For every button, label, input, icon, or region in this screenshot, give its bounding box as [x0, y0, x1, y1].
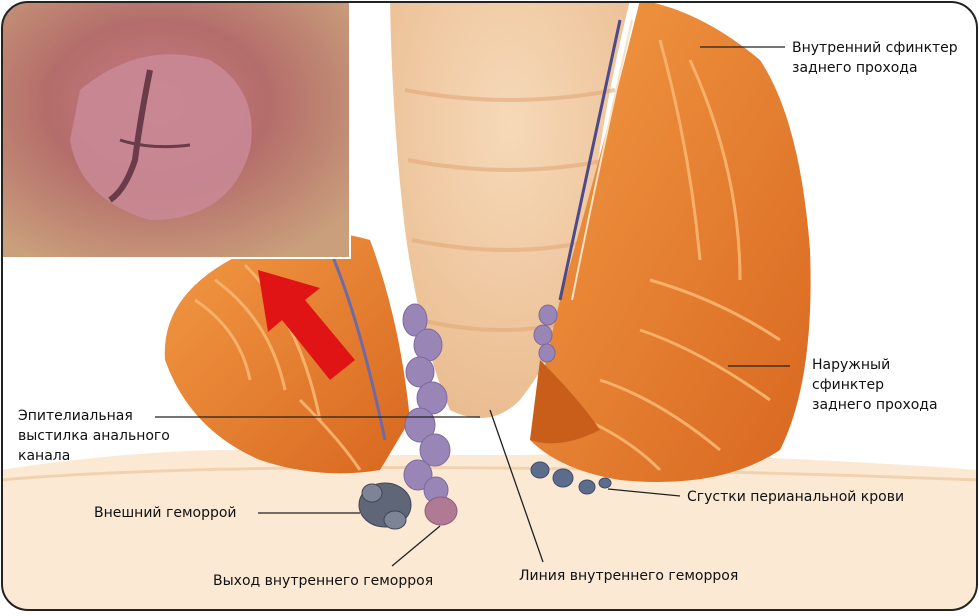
internal-line-label: Линия внутреннего геморроя — [519, 566, 738, 586]
epithelial-lining-label: Эпителиальная выстилка анального канала — [18, 406, 170, 466]
external-sphincter-label: Наружный сфинктер заднего прохода — [812, 355, 938, 415]
internal-sphincter-label: Внутренний сфинктер заднего прохода — [792, 38, 958, 78]
internal-prolapse-label: Выход внутреннего геморроя — [213, 571, 433, 591]
prolapsed-hemorrhoid — [425, 497, 457, 525]
perianal-clots-label: Сгустки перианальной крови — [687, 487, 904, 507]
left-sphincter-muscle — [165, 232, 410, 473]
external-hemorrhoid-label: Внешний геморрой — [94, 503, 237, 523]
